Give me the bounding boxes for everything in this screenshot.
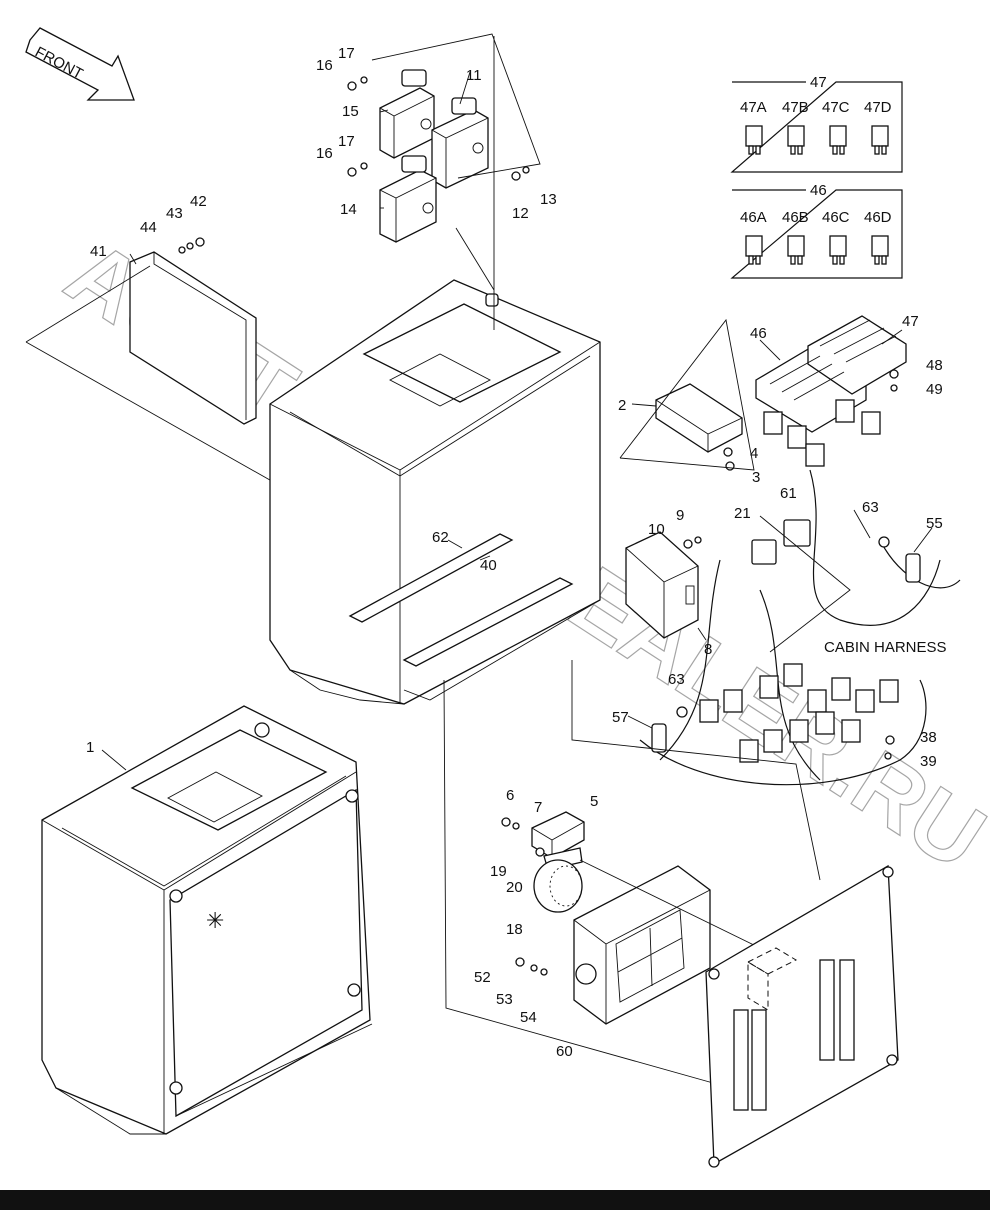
main-housing-frame	[269, 36, 601, 705]
main-housing-1: ✳	[41, 705, 373, 1135]
callout-60: 60	[556, 1043, 573, 1060]
callout-42: 42	[190, 193, 207, 210]
callout-leaders	[101, 71, 933, 771]
fuse-group-47: 47 47A 47B 47C 47D	[730, 74, 903, 173]
callout-54: 54	[520, 1009, 537, 1026]
fuse-46d-label: 46D	[864, 209, 892, 226]
callout-61: 61	[780, 485, 797, 502]
callout-46: 46	[750, 325, 767, 342]
callout-63a: 63	[862, 499, 879, 516]
callout-3: 3	[752, 469, 760, 486]
callout-10: 10	[648, 521, 665, 538]
callout-57: 57	[612, 709, 629, 726]
controller-2	[619, 318, 755, 471]
callout-21: 21	[734, 505, 751, 522]
cabin-harness	[639, 469, 961, 786]
callout-43: 43	[166, 205, 183, 222]
callout-16b: 16	[316, 145, 333, 162]
callout-47: 47	[902, 313, 919, 330]
callout-2: 2	[618, 397, 626, 414]
buzzer-5	[501, 811, 585, 871]
callout-9: 9	[676, 507, 684, 524]
callout-5: 5	[590, 793, 598, 810]
relay-14	[379, 155, 437, 243]
callout-14: 14	[340, 201, 357, 218]
callout-19: 19	[490, 863, 507, 880]
callout-53: 53	[496, 991, 513, 1008]
callout-13: 13	[540, 191, 557, 208]
callout-39: 39	[920, 753, 937, 770]
cabin-harness-label: CABIN HARNESS	[824, 639, 947, 656]
callout-49: 49	[926, 381, 943, 398]
callout-40: 40	[480, 557, 497, 574]
callout-63b: 63	[668, 671, 685, 688]
control-unit-60	[443, 679, 761, 1091]
bottom-bar	[0, 1190, 990, 1210]
ground-symbol-icon: ✳	[206, 909, 224, 934]
callout-20: 20	[506, 879, 523, 896]
callout-12: 12	[512, 205, 529, 222]
callout-11: 11	[466, 67, 482, 84]
fuse-group-46-title: 46	[810, 182, 827, 199]
callout-4: 4	[750, 445, 758, 462]
speaker-18	[533, 859, 583, 913]
screws-relay	[347, 33, 541, 181]
callout-17b: 17	[338, 133, 355, 150]
relay-61	[759, 515, 851, 653]
fuse-icon	[745, 235, 889, 265]
fuse-47a-label: 47A	[740, 99, 767, 116]
callout-52: 52	[474, 969, 491, 986]
callout-17a: 17	[338, 45, 355, 62]
relay-21	[751, 539, 777, 565]
relay-11	[431, 97, 489, 189]
callout-labels: 1 2 3 4 5 6 7 8 9 10 11 12 13 14 15 16 1…	[86, 45, 947, 1060]
front-arrow: FRONT	[25, 27, 135, 101]
fuse-47c-label: 47C	[822, 99, 850, 116]
callout-41: 41	[90, 243, 107, 260]
callout-7: 7	[534, 799, 542, 816]
fuse-47b-label: 47B	[782, 99, 809, 116]
controller-8	[625, 531, 702, 639]
fuse-46c-label: 46C	[822, 209, 850, 226]
fuse-47d-label: 47D	[864, 99, 892, 116]
relay-15	[379, 69, 435, 159]
callout-18: 18	[506, 921, 523, 938]
callout-62: 62	[432, 529, 449, 546]
callout-15: 15	[342, 103, 359, 120]
callout-8: 8	[704, 641, 712, 658]
callout-38: 38	[920, 729, 937, 746]
fuse-icon	[745, 125, 889, 155]
back-panel	[571, 660, 899, 1168]
callout-16a: 16	[316, 57, 333, 74]
fuse-46b-label: 46B	[782, 209, 809, 226]
fuse-46a-label: 46A	[740, 209, 767, 226]
callout-55: 55	[926, 515, 943, 532]
callout-6: 6	[506, 787, 514, 804]
callout-48: 48	[926, 357, 943, 374]
callout-1: 1	[86, 739, 94, 756]
fuse-group-47-title: 47	[810, 74, 827, 91]
fuse-box-assembly	[755, 315, 907, 467]
fuse-group-46: 46 46A 46B 46C 46D	[730, 182, 903, 279]
callout-44: 44	[140, 219, 157, 236]
cover-plate-41	[25, 237, 285, 489]
